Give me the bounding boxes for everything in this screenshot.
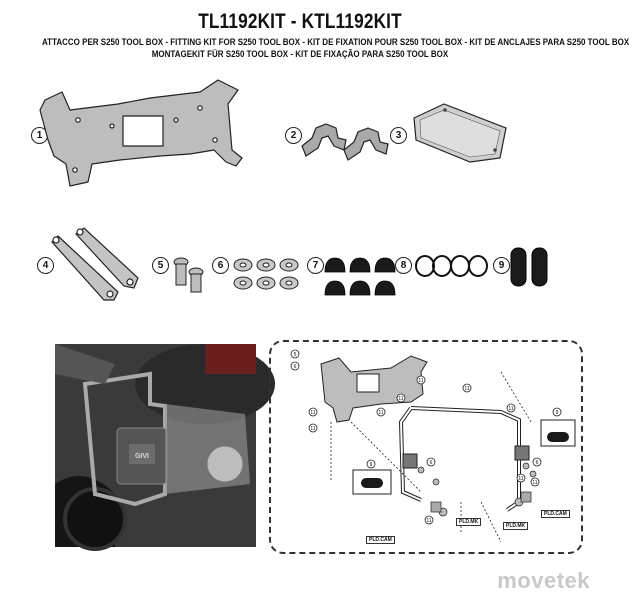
- svg-text:11: 11: [518, 476, 523, 482]
- part-number-7: 7: [307, 257, 324, 274]
- svg-text:6: 6: [536, 460, 539, 466]
- part-number-4: 4: [37, 257, 54, 274]
- svg-text:11: 11: [310, 410, 315, 416]
- part-number-8: 8: [395, 257, 412, 274]
- assembly-diagram: 5 6 11 11 11 11 11 11 11 11 9 9 6 11 6 1…: [269, 340, 583, 554]
- subtitle-line-2: MONTAGEKIT FÜR S250 TOOL BOX - KIT DE FI…: [151, 49, 449, 59]
- screw-2: [188, 267, 204, 293]
- part-number-9: 9: [493, 257, 510, 274]
- page-title: TL1192KIT - KTL1192KIT: [198, 10, 402, 33]
- assembly-illustration: 5 6 11 11 11 11 11 11 11 11 9 9 6 11 6 1…: [290, 349, 576, 543]
- installation-photo: GIVI: [55, 344, 275, 551]
- parts-illustration: [39, 79, 548, 301]
- spacer-bar-2: [75, 227, 139, 289]
- svg-text:11: 11: [418, 378, 423, 384]
- part-number-2: 2: [285, 127, 302, 144]
- photo-illustration: GIVI: [55, 344, 275, 551]
- part-number-3: 3: [390, 127, 407, 144]
- tag-pld-cam-2: PLD.CAM: [541, 510, 570, 518]
- svg-text:6: 6: [430, 460, 433, 466]
- spacer-bar-1: [51, 235, 119, 301]
- tag-pld-mk-2: PLD.MK: [503, 522, 529, 530]
- subtitle-line-1: ATTACCO PER S250 TOOL BOX - FITTING KIT …: [42, 37, 629, 47]
- svg-text:11: 11: [398, 396, 403, 402]
- screw-1: [173, 257, 189, 286]
- givi-logo: GIVI: [135, 453, 149, 460]
- tag-pld-mk-1: PLD.MK: [456, 518, 482, 526]
- gasket-plate: [413, 103, 507, 163]
- rubber-pads-group: [510, 247, 548, 287]
- nuts-group: [233, 258, 299, 290]
- part-number-5: 5: [152, 257, 169, 274]
- svg-text:11: 11: [532, 480, 537, 486]
- svg-text:9: 9: [370, 462, 373, 468]
- mounting-plate: [39, 79, 243, 187]
- svg-text:5: 5: [294, 352, 297, 358]
- svg-text:11: 11: [426, 518, 431, 524]
- svg-text:11: 11: [508, 406, 513, 412]
- svg-text:11: 11: [310, 426, 315, 432]
- bracket-left: [301, 123, 347, 157]
- svg-text:11: 11: [464, 386, 469, 392]
- tag-pld-cam-1: PLD.CAM: [366, 536, 395, 544]
- caps-group: [324, 257, 396, 296]
- part-number-6: 6: [212, 257, 229, 274]
- svg-text:6: 6: [294, 364, 297, 370]
- bracket-right: [343, 127, 389, 161]
- svg-text:9: 9: [556, 410, 559, 416]
- o-rings-group: [415, 255, 488, 277]
- svg-text:11: 11: [378, 410, 383, 416]
- watermark: movetek: [497, 568, 590, 593]
